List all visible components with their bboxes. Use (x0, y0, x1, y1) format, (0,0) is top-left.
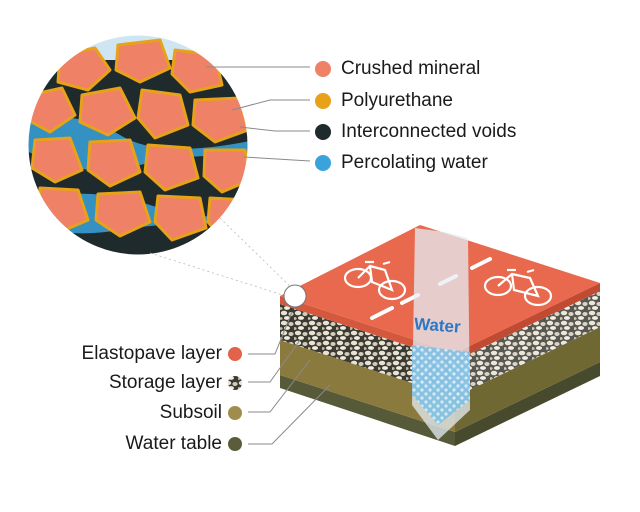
pavement-block (280, 225, 600, 446)
zoom-origin-dot (283, 284, 307, 308)
legend-polyurethane: Polyurethane (341, 90, 453, 111)
legend-interconnected-voids: Interconnected voids (341, 121, 517, 142)
crushed-mineral-stones (28, 38, 248, 242)
water-column (412, 228, 470, 440)
legend-water-table: Water table (125, 433, 222, 454)
zoom-lines (149, 217, 301, 297)
bicycle-icon-2 (483, 268, 553, 307)
legend-elastopave-layer: Elastopave layer (81, 343, 222, 364)
legend-crushed-mineral: Crushed mineral (341, 58, 481, 79)
storage-front (280, 304, 455, 397)
top-legend-swatches (315, 61, 331, 171)
legend-storage-layer: Storage layer (108, 372, 222, 393)
swatch-voids (315, 124, 331, 140)
left-leader-lines (248, 311, 331, 445)
swatch-watertable (228, 437, 242, 451)
left-legend-swatches (228, 347, 242, 451)
magnified-view (27, 34, 249, 256)
swatch-storage (228, 376, 242, 390)
water-table-front (280, 375, 455, 446)
legend-subsoil: Subsoil (159, 402, 222, 423)
bicycle-icon (343, 260, 407, 301)
swatch-poly (315, 93, 331, 109)
swatch-subsoil (228, 406, 242, 420)
top-leader-lines (206, 66, 311, 162)
legend-percolating-water: Percolating water (341, 152, 488, 173)
swatch-elastopave (228, 347, 242, 361)
water-label: Water (413, 314, 462, 337)
swatch-water (315, 155, 331, 171)
swatch-crushed (315, 61, 331, 77)
subsoil-front (280, 340, 455, 432)
